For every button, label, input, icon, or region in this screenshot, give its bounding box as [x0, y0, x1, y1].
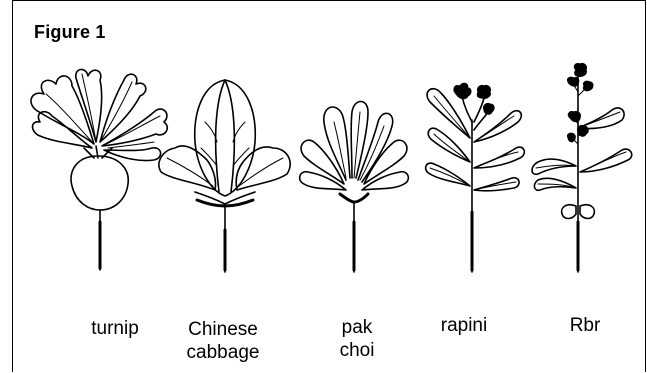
- label-line: cabbage: [168, 341, 278, 364]
- plant-label-chinese-cabbage: Chinese cabbage: [168, 318, 278, 364]
- plant-label-pak-choi: pak choi: [322, 316, 392, 362]
- rbr-illustration: [528, 62, 638, 274]
- plant-label-rbr: Rbr: [550, 314, 620, 337]
- label-line: pak: [322, 316, 392, 339]
- label-line: turnip: [70, 317, 160, 340]
- plant-label-turnip: turnip: [70, 317, 160, 340]
- label-line: Chinese: [168, 318, 278, 341]
- label-line: rapini: [424, 314, 504, 337]
- figure-title: Figure 1: [34, 22, 106, 43]
- chinese-cabbage-illustration: [155, 62, 295, 274]
- plant-label-rapini: rapini: [424, 314, 504, 337]
- label-line: choi: [322, 339, 392, 362]
- rapini-illustration: [412, 62, 532, 274]
- label-line: Rbr: [550, 314, 620, 337]
- pak-choi-illustration: [296, 62, 416, 274]
- turnip-illustration: [24, 62, 174, 274]
